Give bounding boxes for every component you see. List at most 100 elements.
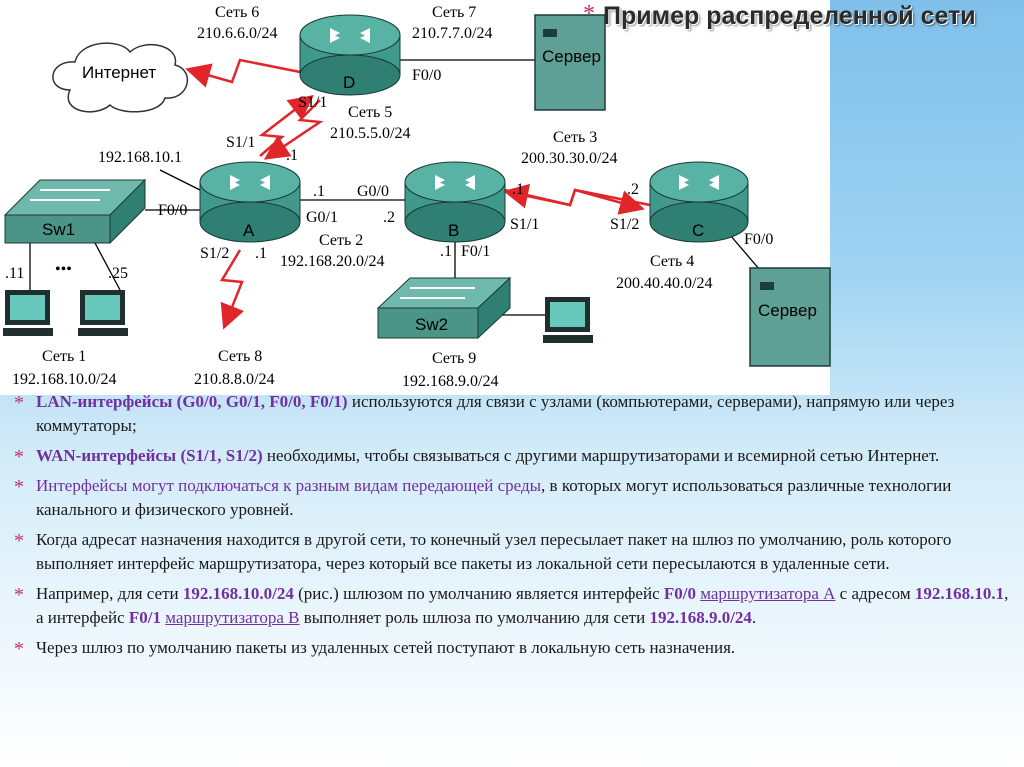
bullet-star-icon: * [14, 530, 24, 552]
bullet-star-icon: * [14, 638, 24, 660]
example-t1: Например, для сети [36, 584, 183, 603]
bullet-gateway: * Когда адресат назначения находится в д… [14, 528, 1009, 576]
example-net2: 192.168.9.0/24 [649, 608, 752, 627]
router-c: C [649, 161, 749, 243]
bullet-media: * Интерфейсы могут подключаться к разным… [14, 474, 1009, 522]
bullet-lan: * LAN-интерфейсы (G0/0, G0/1, F0/0, F0/1… [14, 390, 1009, 438]
label-b-f01: F0/1 [461, 243, 490, 260]
label-net5-ip: 210.5.5.0/24 [330, 125, 410, 142]
internet-cloud: Интернет [52, 42, 189, 113]
label-a-dot1-right: .1 [313, 183, 325, 200]
pc-left-2 [78, 290, 128, 336]
router-c-label: C [692, 221, 704, 240]
example-if1: F0/0 [663, 584, 696, 603]
label-net4: Сеть 4 [650, 253, 694, 270]
example-t3: с адресом [835, 584, 915, 603]
link-router-b[interactable]: маршрутизатора В [165, 608, 300, 627]
label-b-dot1: .1 [512, 181, 524, 198]
label-net2: Сеть 2 [319, 232, 363, 249]
slide-title: Пример распределенной сети [603, 2, 976, 30]
label-host11: .11 [5, 265, 24, 282]
router-a-label: A [243, 221, 255, 240]
router-a: A [199, 161, 301, 243]
bullet-list: * LAN-интерфейсы (G0/0, G0/1, F0/0, F0/1… [14, 390, 1009, 666]
example-net1: 192.168.10.0/24 [182, 584, 294, 603]
gateway-text: Когда адресат назначения находится в дру… [36, 530, 952, 573]
router-b-label: B [448, 221, 459, 240]
router-d: D [299, 14, 401, 96]
label-net2-ip: 192.168.20.0/24 [280, 253, 384, 270]
wan-interfaces-highlight: WAN-интерфейсы (S1/1, S1/2) [36, 446, 263, 465]
media-highlight: Интерфейсы могут подключаться к разным в… [36, 476, 542, 495]
bullet-example: * Например, для сети 192.168.10.0/24 (ри… [14, 582, 1009, 630]
server-right: Сервер [749, 267, 831, 367]
label-net9-ip: 192.168.9.0/24 [402, 373, 498, 390]
example-if2: F0/1 [128, 608, 162, 627]
label-gateway-ip: 192.168.10.1 [98, 149, 182, 166]
label-host25: .25 [108, 265, 128, 282]
label-net6: Сеть 6 [215, 4, 259, 21]
pc-sw2 [543, 297, 593, 343]
router-b: B [404, 161, 506, 243]
label-d-f00: F0/0 [412, 67, 441, 84]
label-net6-ip: 210.6.6.0/24 [197, 25, 277, 42]
label-a-f00: F0/0 [158, 202, 187, 219]
bullet-star-icon: * [14, 584, 24, 606]
router-d-label: D [343, 73, 355, 92]
label-net3-ip: 200.30.30.0/24 [521, 150, 617, 167]
label-b-g00: G0/0 [357, 183, 389, 200]
label-a-g01: G0/1 [306, 209, 338, 226]
lan-interfaces-highlight: LAN-интерфейсы (G0/0, G0/1, F0/0, F0/1) [36, 392, 348, 411]
example-t6: . [751, 608, 757, 627]
bullet-star-icon: * [14, 446, 24, 468]
label-b-s11: S1/1 [510, 216, 539, 233]
label-net7: Сеть 7 [432, 4, 476, 21]
switch-sw1: Sw1 [3, 178, 147, 245]
label-a-s12: S1/2 [200, 245, 229, 262]
link-router-a[interactable]: маршрутизатора А [700, 584, 836, 603]
server-top: Сервер [534, 14, 606, 111]
label-net1: Сеть 1 [42, 348, 86, 365]
label-a-dot1-bottom: .1 [255, 245, 267, 262]
server-top-label: Сервер [542, 47, 601, 66]
label-b-dot1-bottom: .1 [440, 243, 452, 260]
bullet-incoming: * Через шлюз по умолчанию пакеты из удал… [14, 636, 1009, 660]
label-c-f00: F0/0 [744, 231, 773, 248]
bullet-star-icon: * [14, 476, 24, 498]
internet-label: Интернет [82, 63, 156, 82]
label-d-s11: S1/1 [298, 94, 327, 111]
label-dots: ••• [55, 261, 72, 278]
example-t4: , а интерфейс [36, 584, 1009, 627]
example-ip1: 192.168.10.1 [914, 584, 1005, 603]
server-right-label: Сервер [758, 301, 817, 320]
lan-interfaces-text: используются для связи с узлами (компьют… [36, 392, 955, 435]
label-net7-ip: 210.7.7.0/24 [412, 25, 492, 42]
bullet-wan: * WAN-интерфейсы (S1/1, S1/2) необходимы… [14, 444, 1009, 468]
diagram-labels: Сеть 6 210.6.6.0/24 Сеть 7 210.7.7.0/24 … [5, 4, 773, 390]
pc-left-1 [3, 290, 53, 336]
switch-sw1-label: Sw1 [42, 220, 75, 239]
example-t5: выполняет роль шлюза по умолчанию для се… [299, 608, 650, 627]
media-text: , в которых могут использоваться различн… [36, 476, 952, 519]
label-net5: Сеть 5 [348, 104, 392, 121]
label-net8: Сеть 8 [218, 348, 262, 365]
label-net1-ip: 192.168.10.0/24 [12, 371, 116, 388]
incoming-text: Через шлюз по умолчанию пакеты из удален… [36, 638, 736, 657]
wan-links [185, 58, 651, 330]
switch-sw2: Sw2 [376, 276, 512, 340]
label-a-dot1-top: .1 [286, 147, 298, 164]
label-c-s12: S1/2 [610, 216, 639, 233]
label-a-s11: S1/1 [226, 134, 255, 151]
label-c-dot2: .2 [627, 181, 639, 198]
label-net8-ip: 210.8.8.0/24 [194, 371, 274, 388]
wan-interfaces-text: необходимы, чтобы связываться с другими … [262, 446, 940, 465]
lan-links [29, 59, 761, 316]
title-block: * Пример распределенной сети [583, 2, 976, 31]
bullet-star-icon: * [14, 392, 24, 414]
label-net9: Сеть 9 [432, 350, 476, 367]
label-b-dot2: .2 [383, 209, 395, 226]
label-net3: Сеть 3 [553, 129, 597, 146]
switch-sw2-label: Sw2 [415, 315, 448, 334]
label-net4-ip: 200.40.40.0/24 [616, 275, 712, 292]
